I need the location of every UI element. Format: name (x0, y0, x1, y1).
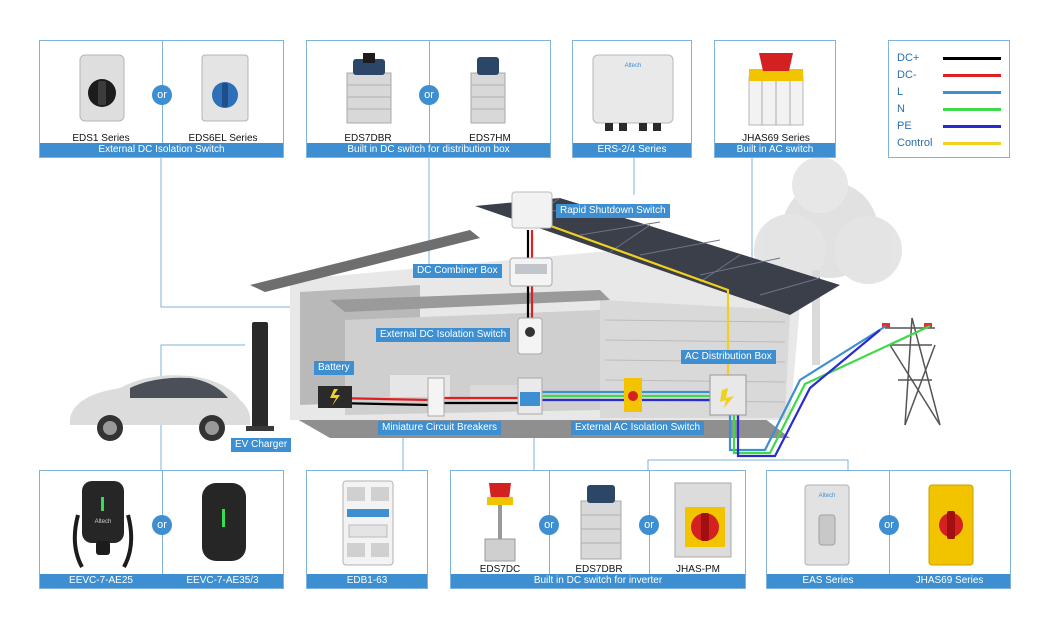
card-bar-external-dc: External DC Isolation Switch (40, 143, 283, 157)
tag-ev-charger: EV Charger (231, 438, 292, 452)
eds7dbr-label: EDS7DBR (344, 133, 392, 144)
jhas69-switch-image (748, 53, 804, 126)
card-bar-eevc-ae25: EEVC-7-AE25 (40, 574, 162, 588)
jhas69-enclosure-image (928, 484, 974, 566)
card-builtin-dc-distribution: or EDS7DBR EDS7HM Built in DC switch for… (306, 40, 551, 158)
eds7dbr-switch-image (346, 53, 392, 124)
legend-label: N (897, 103, 905, 115)
legend-swatch (943, 142, 1001, 145)
legend-row-dc-minus: DC- (897, 68, 1005, 82)
legend-row-control: Control (897, 136, 1005, 150)
legend-row-dc-plus: DC+ (897, 51, 1005, 65)
eevc-ae35-charger-image (202, 483, 246, 561)
tag-external-ac-isolation-switch: External AC Isolation Switch (571, 421, 705, 435)
or-badge: or (419, 85, 439, 105)
card-bar-builtin-inverter: Built in DC switch for inverter (451, 574, 745, 588)
power-pylon (885, 317, 941, 426)
eds1-switch-image (79, 54, 125, 122)
legend-swatch (943, 108, 1001, 111)
card-eas-jhas69: Altech or EAS Series JHAS69 Series (766, 470, 1011, 589)
card-external-dc-isolation: or EDS1 Series EDS6EL Series External DC… (39, 40, 284, 158)
tag-ac-distribution-box: AC Distribution Box (681, 350, 776, 364)
legend-label: L (897, 86, 904, 98)
card-ers: Altech ERS-2/4 Series (572, 40, 692, 158)
card-bar-eevc-ae35: EEVC-7-AE35/3 (162, 574, 283, 588)
eds6el-series-label: EDS6EL Series (188, 133, 258, 144)
ers-logo-text: Altech (625, 63, 642, 69)
legend-swatch (943, 91, 1001, 94)
legend-label: PE (897, 120, 912, 132)
tag-external-dc-isolation-switch: External DC Isolation Switch (376, 328, 511, 342)
eds7hm-switch-image (470, 57, 506, 124)
eds6el-switch-image (201, 54, 249, 122)
card-bar-eas: EAS Series (767, 574, 889, 588)
eds7dbr-inverter-switch-image (580, 485, 622, 560)
card-bar-ers: ERS-2/4 Series (573, 143, 691, 157)
eds7dbr-label: EDS7DBR (575, 564, 623, 575)
or-badge: or (539, 515, 559, 535)
card-builtin-dc-inverter: or or EDS7DC EDS7DBR JHAS-PM Built in DC… (450, 470, 746, 589)
tag-miniature-circuit-breakers: Miniature Circuit Breakers (378, 421, 502, 435)
eds1-series-label: EDS1 Series (72, 133, 130, 144)
legend-swatch (943, 125, 1001, 128)
ers-rapid-shutdown-image: Altech (592, 54, 674, 131)
card-mcb: EDB1-63 (306, 470, 428, 589)
card-ac-switch: JHAS69 Series Built in AC switch (714, 40, 836, 158)
eds7dc-label: EDS7DC (479, 564, 521, 575)
legend-swatch (943, 57, 1001, 60)
card-bar-edb1-63: EDB1-63 (307, 574, 427, 588)
tree (754, 157, 902, 365)
legend-row-l: L (897, 85, 1005, 99)
tag-dc-combiner-box: DC Combiner Box (413, 264, 502, 278)
card-bar-jhas69: JHAS69 Series (889, 574, 1010, 588)
card-bar-builtin-dist: Built in DC switch for distribution box (307, 143, 550, 157)
legend-label: DC- (897, 69, 917, 81)
or-badge: or (879, 515, 899, 535)
eas-switch-image: Altech (804, 484, 850, 566)
jhas-pm-switch-image (674, 482, 732, 558)
legend-row-n: N (897, 102, 1005, 116)
eds7hm-label: EDS7HM (469, 133, 511, 144)
edb1-63-breaker-image (342, 480, 394, 566)
eevc-ae25-charger-image: Altech (72, 481, 134, 568)
card-bar-ac-switch: Built in AC switch (715, 143, 835, 157)
or-badge: or (639, 515, 659, 535)
card-ev-charger: Altech or EEVC-7-AE25 EEVC-7-AE35/3 (39, 470, 284, 589)
legend-row-pe: PE (897, 119, 1005, 133)
wire-color-legend: DC+ DC- L N PE Control (888, 40, 1010, 158)
or-badge: or (152, 85, 172, 105)
tag-battery: Battery (314, 361, 354, 375)
jhas69-series-label: JHAS69 Series (742, 133, 810, 144)
legend-label: Control (897, 137, 933, 149)
or-badge: or (152, 515, 172, 535)
eds7dc-switch-image (484, 483, 516, 562)
tag-rapid-shutdown-switch: Rapid Shutdown Switch (556, 204, 670, 218)
eevc-ae25-logo-text: Altech (95, 519, 112, 525)
electric-car (70, 375, 251, 441)
legend-label: DC+ (897, 52, 920, 64)
jhas-pm-label: JHAS-PM (676, 564, 720, 575)
eas-logo-text: Altech (819, 493, 836, 499)
legend-swatch (943, 74, 1001, 77)
